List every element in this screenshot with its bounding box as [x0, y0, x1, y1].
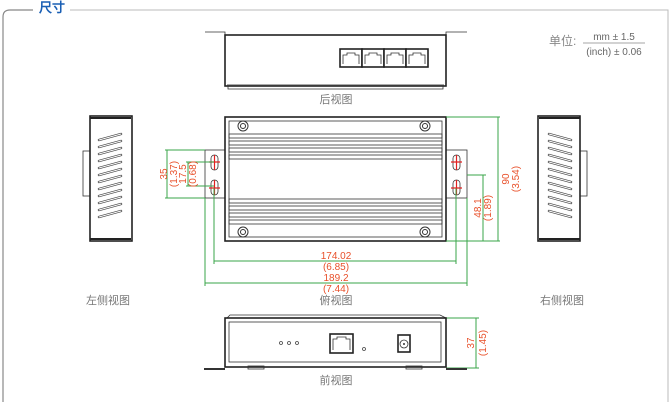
ethernet-ports: [339, 48, 429, 68]
dim-90-mm: 90: [501, 173, 512, 185]
dim-17-mm: 17.5: [178, 164, 189, 184]
dim-174-inch: (6.85): [323, 262, 349, 273]
top-view: [204, 116, 468, 242]
left-view-label: 左侧视图: [86, 293, 130, 307]
left-side-view: [82, 115, 133, 242]
rear-view-label: 后视图: [320, 92, 353, 106]
reset-button-icon: [362, 347, 366, 351]
frame-border: [2, 9, 33, 402]
front-view-label: 前视图: [320, 373, 353, 387]
section-title: 尺寸: [39, 0, 65, 15]
screw-icons: [237, 120, 431, 238]
dim-174-mm: 174.02: [321, 251, 352, 262]
dim-17-inch: (0.68): [188, 161, 199, 187]
units-inch: (inch) ± 0.06: [586, 47, 642, 58]
dim-90-inch: (3.54): [511, 166, 522, 192]
rear-view: [205, 31, 467, 90]
dim-37-inch: (1.45): [478, 330, 489, 356]
right-view-label: 右侧视图: [540, 293, 584, 307]
dim-189-mm: 189.2: [323, 273, 348, 284]
units-label: 单位:: [549, 33, 576, 48]
dim-37-mm: 37: [466, 337, 477, 349]
dim-48-inch: (1.89): [483, 195, 494, 221]
dim-189-inch: (7.44): [323, 284, 349, 295]
dim-35-inch: (1.37): [169, 161, 180, 187]
dim-35-mm: 35: [159, 168, 170, 180]
led-indicators: [279, 341, 299, 345]
front-view: [204, 314, 467, 370]
dim-48-mm: 48.1: [473, 198, 484, 218]
right-side-view: [537, 115, 588, 242]
units-mm: mm ± 1.5: [593, 32, 635, 43]
frame-border-right: [70, 9, 669, 402]
top-view-label: 俯视图: [320, 293, 353, 307]
